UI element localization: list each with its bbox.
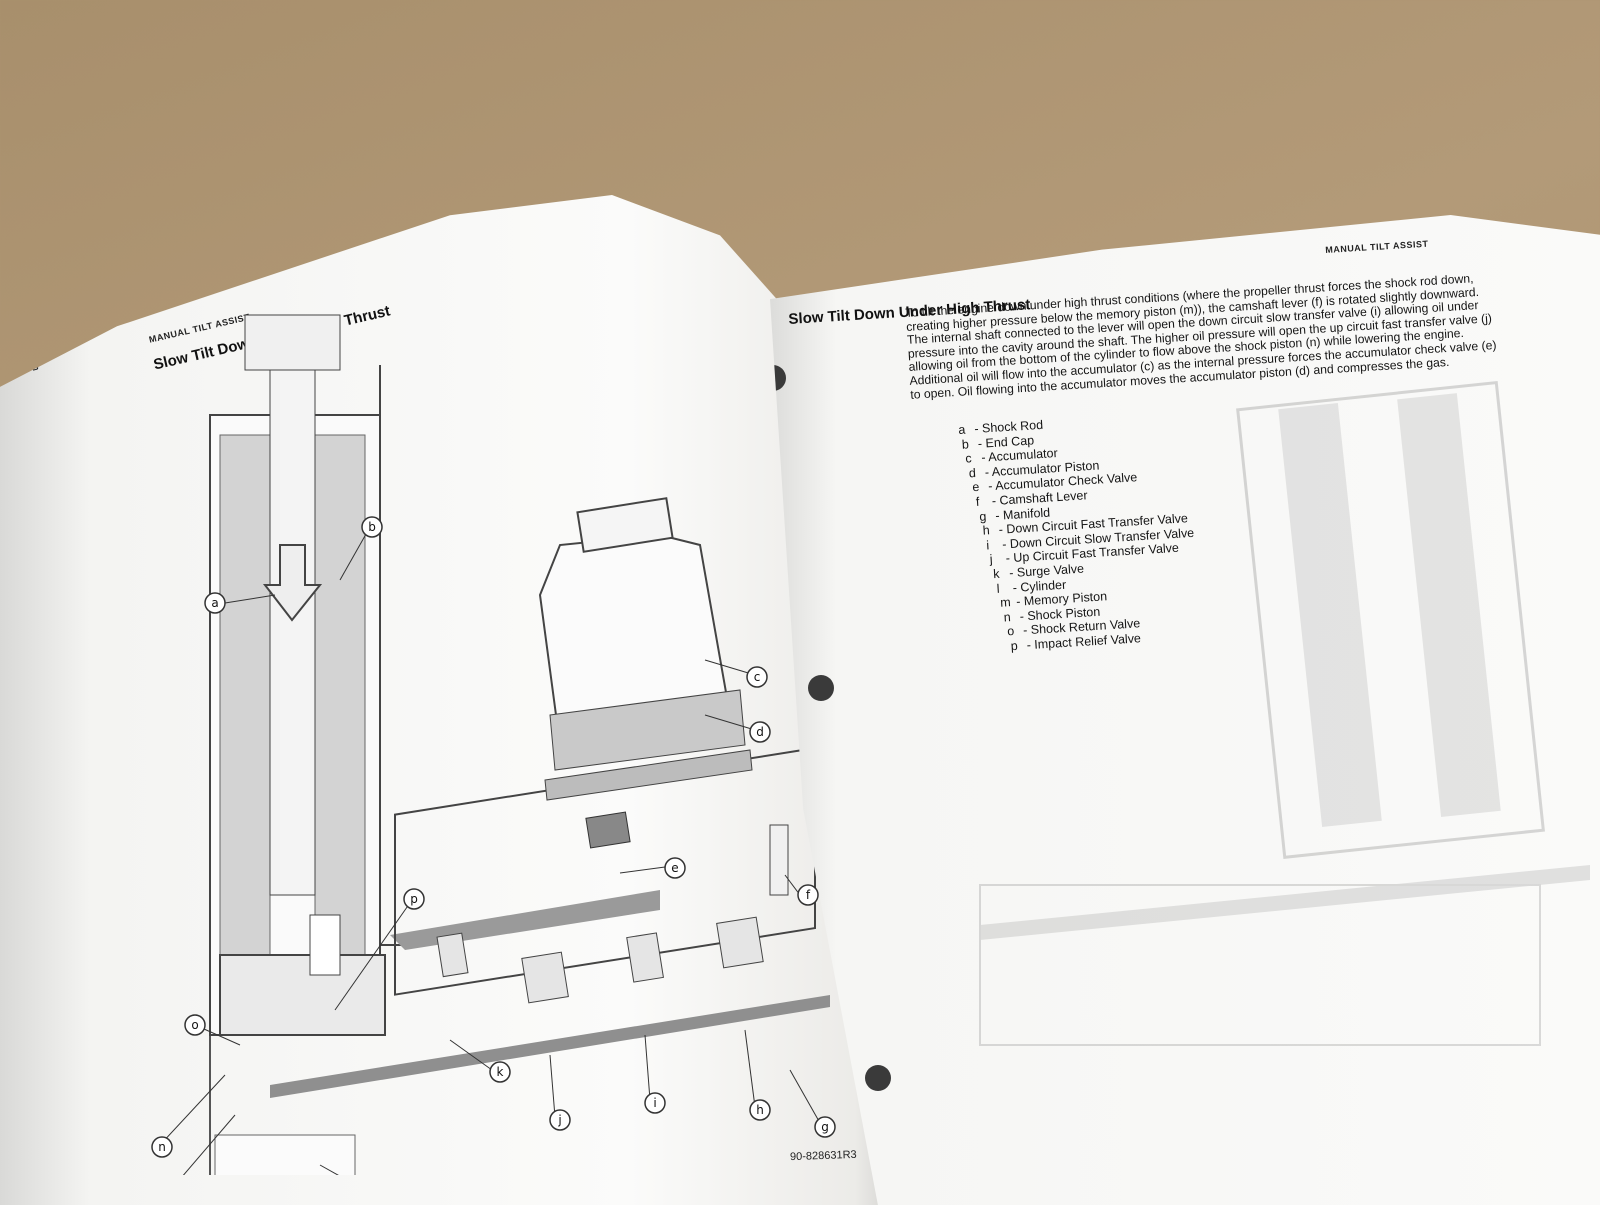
legend-key: g	[978, 509, 987, 524]
leader-h	[744, 1029, 756, 1108]
legend-key: o	[1006, 624, 1015, 639]
hydraulic-diagram: a b c d e f g h i j k l m n o p	[151, 314, 836, 1175]
legend-key: e	[971, 480, 980, 495]
memory-piston	[219, 954, 386, 1036]
fluid-channel-2	[390, 890, 660, 950]
leader-k	[449, 1039, 493, 1071]
accumulator-check-valve	[585, 811, 631, 849]
accumulator-cap	[576, 497, 674, 553]
callout-k-label: k	[497, 1065, 504, 1079]
callout-o-label: o	[191, 1018, 198, 1032]
callout-j	[549, 1109, 571, 1131]
right-header: MANUAL TILT ASSIST	[1325, 239, 1429, 255]
valve-i	[626, 932, 664, 983]
callout-f-label: f	[806, 888, 811, 902]
callout-c	[746, 666, 768, 688]
left-page: NDER B MANUAL TILT ASSIST Slow Tilt Down…	[0, 195, 882, 1205]
callout-h	[749, 1099, 771, 1121]
callout-n	[151, 1136, 173, 1158]
callout-i-label: i	[653, 1096, 656, 1110]
down-arrow-icon	[262, 544, 323, 622]
leader-f	[784, 874, 801, 896]
leader-d	[704, 714, 756, 731]
callout-n-label: n	[158, 1140, 166, 1154]
callout-a	[204, 592, 226, 614]
callout-b	[361, 516, 383, 538]
legend-key: i	[985, 538, 990, 553]
leader-p	[334, 899, 413, 1011]
cylinder-base	[214, 1134, 356, 1175]
callout-d-label: d	[756, 725, 764, 739]
leader-g	[789, 1069, 821, 1124]
binder-hole-2	[808, 675, 834, 701]
callout-g-label: g	[821, 1120, 829, 1134]
binder-hole-3	[865, 1065, 891, 1091]
leader-n	[159, 1074, 226, 1146]
legend-key: l	[996, 581, 1000, 596]
callout-a-label: a	[211, 596, 218, 610]
callout-j-label: j	[557, 1113, 561, 1127]
legend-key: b	[961, 436, 970, 452]
leader-e	[619, 866, 666, 874]
impact-relief-valve	[309, 914, 341, 976]
right-header-label: MANUAL TILT ASSIST	[1325, 238, 1429, 255]
leader-b	[339, 526, 371, 581]
legend-key: m	[999, 595, 1012, 610]
leader-i	[644, 1034, 651, 1101]
callout-k	[489, 1061, 511, 1083]
cylinder-wall-right	[314, 434, 366, 956]
callout-e	[664, 857, 686, 879]
legend-key: n	[1003, 609, 1012, 625]
legend-key: p	[1010, 638, 1019, 654]
callout-p-label: p	[410, 892, 418, 906]
callout-c-label: c	[754, 670, 761, 684]
accumulator-piston	[549, 689, 746, 771]
bleed-through-diagram	[979, 380, 1590, 1046]
leader-m	[174, 1114, 236, 1175]
end-cap	[244, 314, 341, 371]
edge-text: NDER B	[1, 361, 40, 380]
callout-h-label: h	[756, 1103, 764, 1117]
leader-l	[319, 1164, 371, 1175]
cylinder-wall-left	[219, 434, 271, 956]
legend-key: a	[958, 422, 966, 437]
legend-key: c	[964, 451, 973, 466]
legend-key: f	[975, 494, 980, 510]
leader-j	[549, 1054, 556, 1118]
legend-key: d	[968, 465, 977, 481]
callout-o	[184, 1014, 206, 1036]
accumulator-piston-2	[544, 749, 753, 801]
callout-g	[814, 1116, 836, 1138]
camshaft-lever	[769, 824, 789, 896]
valve-j	[521, 951, 569, 1004]
surge-valve	[436, 932, 469, 978]
leader-a	[224, 594, 276, 604]
callout-f	[797, 884, 819, 906]
callout-d	[749, 721, 771, 743]
legend-key: h	[982, 523, 991, 538]
right-page: MANUAL TILT ASSIST Slow Tilt Down Under …	[770, 215, 1600, 1205]
leader-c	[704, 659, 756, 676]
callout-b-label: b	[368, 520, 376, 534]
callout-e-label: e	[671, 861, 678, 875]
legend-key: j	[989, 552, 993, 567]
callout-p	[403, 888, 425, 910]
fluid-channel	[270, 995, 830, 1098]
callout-i	[644, 1092, 666, 1114]
left-edge-text: NDER B	[0, 357, 41, 383]
valve-h	[716, 916, 764, 969]
left-footer-code: 90-828631R3	[789, 1148, 857, 1164]
legend-key: k	[992, 566, 1000, 582]
